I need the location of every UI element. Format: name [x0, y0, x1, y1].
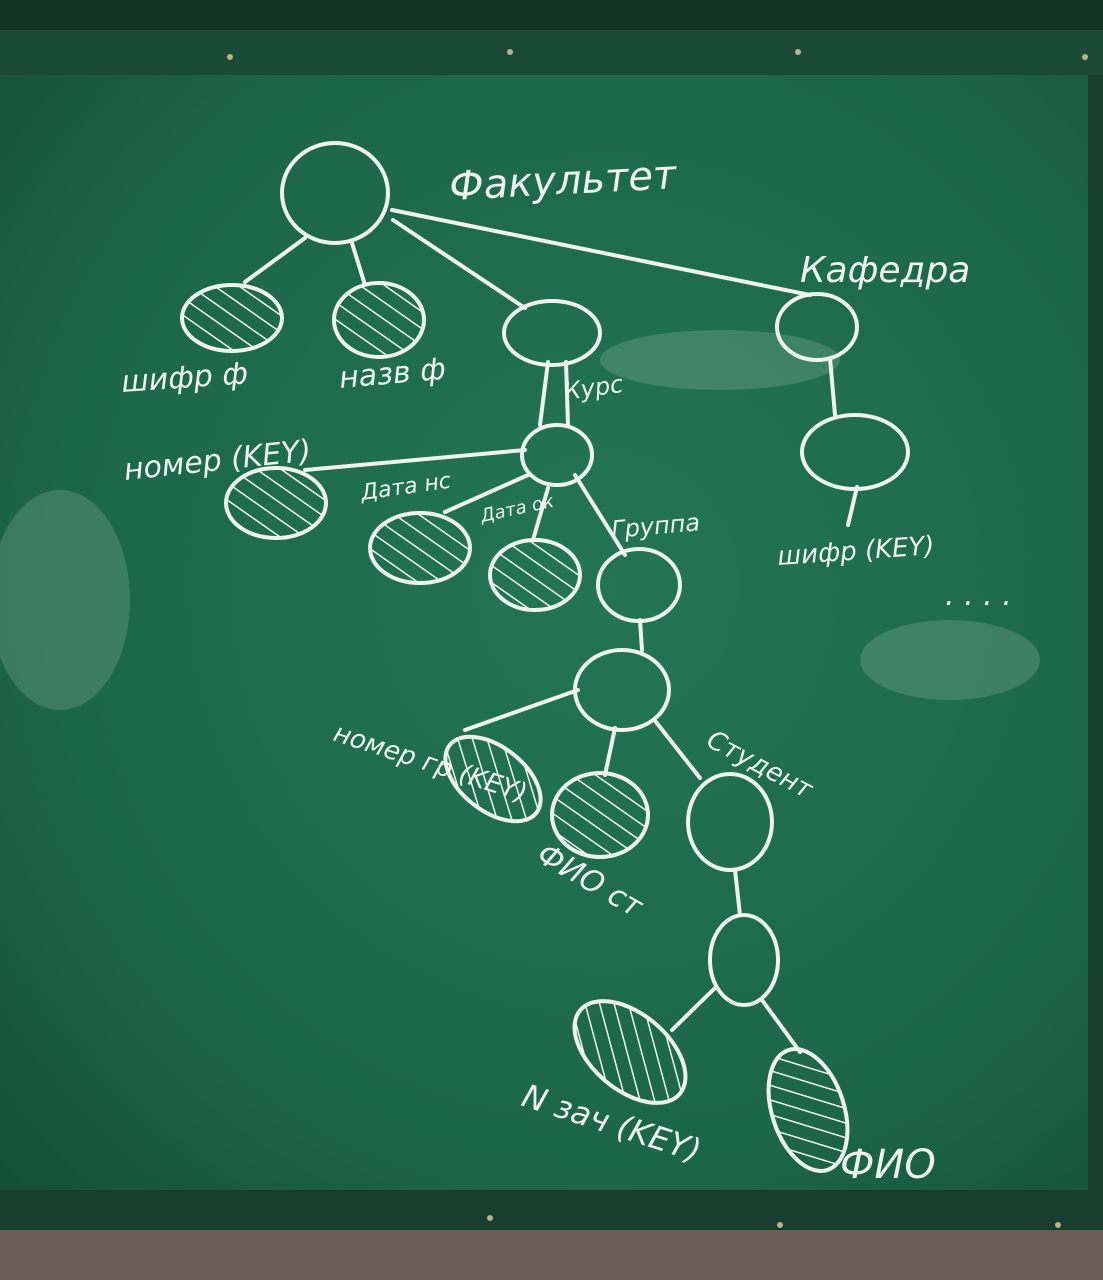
tree-edges: [243, 208, 859, 1054]
node-kurs-child: [520, 423, 594, 487]
attr-n-zach: [572, 999, 688, 1105]
node-kurs: [502, 299, 602, 367]
entity-nodes: [280, 141, 910, 1007]
attr-nomer: [224, 466, 328, 540]
board-right-frame: [1088, 75, 1103, 1230]
node-faculty: [280, 141, 390, 245]
label-fio: ФИО: [840, 1142, 936, 1188]
attr-shifr-f: [180, 283, 284, 353]
node-gruppa: [596, 547, 682, 623]
board-frame-strip: [0, 30, 1103, 75]
node-student: [686, 772, 774, 872]
node-student-child: [708, 913, 780, 1007]
attr-data-nach: [368, 511, 472, 585]
node-kafedra-child: [800, 413, 910, 491]
label-kafedra: Кафедра: [800, 250, 970, 291]
attr-fio-st: [550, 771, 650, 859]
node-kafedra: [775, 292, 859, 362]
board-bottom-frame: [0, 1190, 1103, 1230]
label-ellipsis: . . . .: [945, 578, 1012, 613]
attr-nazv-f: [332, 281, 426, 359]
attr-nomer-gr: [443, 734, 543, 824]
board-surface: [0, 75, 1103, 1210]
chalk-smudges: [0, 330, 1040, 710]
attr-data-ok: [488, 538, 582, 612]
node-gruppa-child: [573, 648, 671, 732]
frame-screws: [227, 49, 1088, 1228]
attr-fio: [766, 1047, 850, 1173]
attribute-nodes: [180, 281, 850, 1173]
